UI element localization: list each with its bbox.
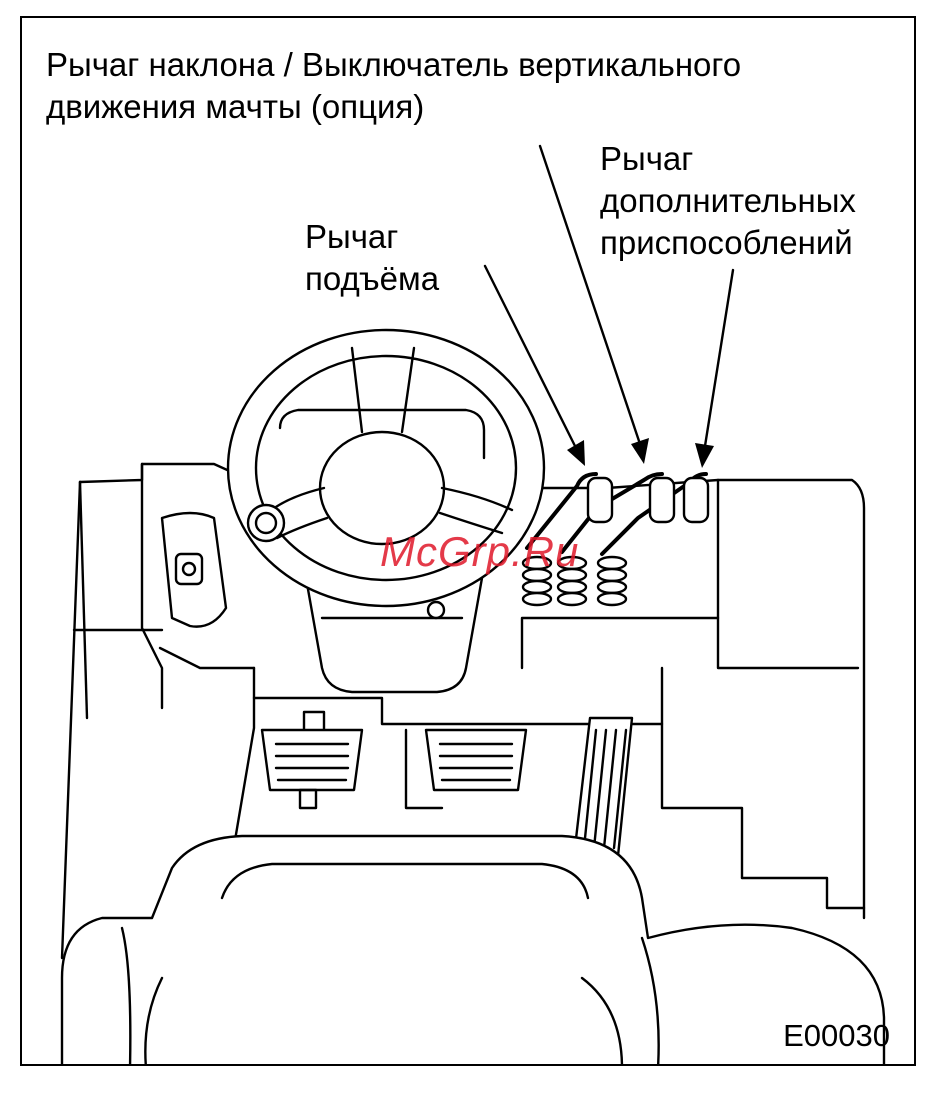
tilt-lever-knob [650, 478, 674, 522]
diagram-frame: McGrp.Ru Рычаг наклона / Выключатель вер… [20, 16, 916, 1066]
attachment-lever-arrow [705, 270, 733, 446]
operator-seat [62, 836, 884, 1066]
watermark: McGrp.Ru [380, 528, 579, 576]
lift-lever-label-text: Рычаг подъёма [305, 218, 439, 297]
figure-code: E00030 [783, 1018, 890, 1054]
accelerator-pedal [574, 718, 632, 856]
ignition-panel [160, 513, 254, 668]
attachment-lever-label-text: Рычаг дополнительных приспособлений [600, 140, 856, 261]
attachment-lever-label: Рычаг дополнительных приспособлений [600, 138, 856, 264]
lift-lever-label: Рычаг подъёма [305, 216, 439, 300]
tilt-lever-label: Рычаг наклона / Выключатель вертикальног… [46, 44, 741, 128]
attachment-lever-knob [684, 478, 708, 522]
lift-lever-knob [588, 478, 612, 522]
pedals [262, 712, 632, 856]
tilt-lever-label-text: Рычаг наклона / Выключатель вертикальног… [46, 46, 741, 125]
